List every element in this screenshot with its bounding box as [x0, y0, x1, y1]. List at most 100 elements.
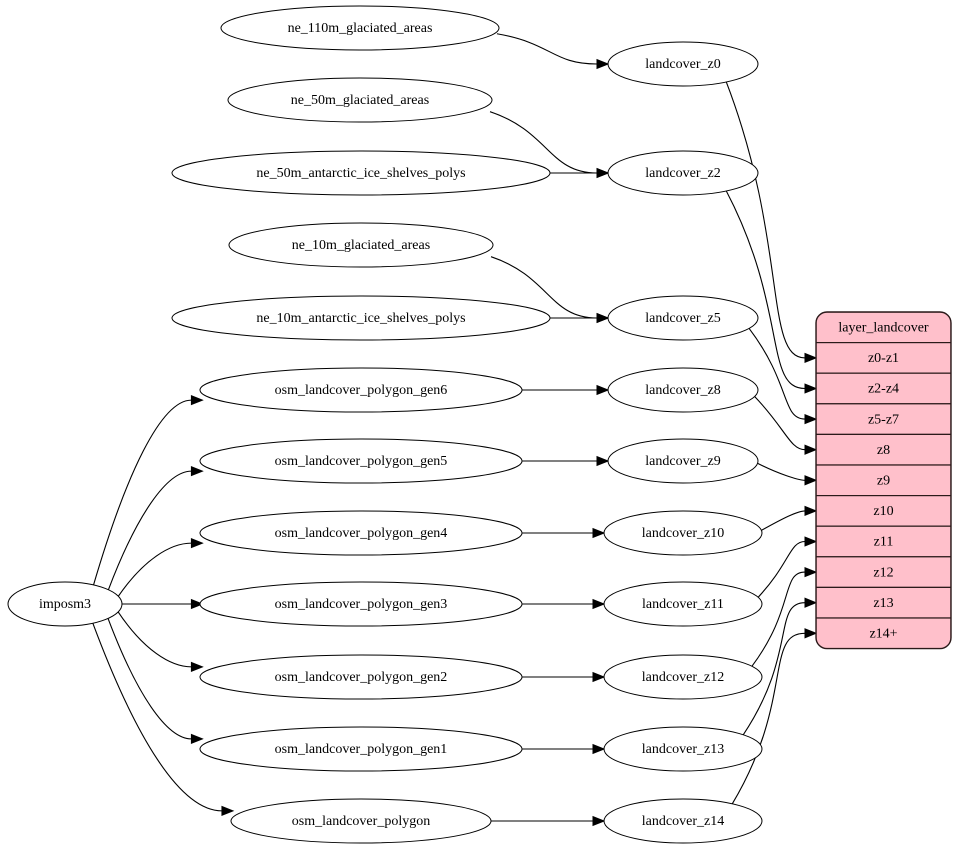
node-shape-landcover_z11 — [603, 581, 763, 627]
node-label-landcover_z9: landcover_z9 — [645, 454, 720, 469]
node-label-osm_landcover_polygon_gen3: osm_landcover_polygon_gen3 — [275, 597, 448, 612]
node-label-ne_10m_antarctic_ice_shelves_polys: ne_10m_antarctic_ice_shelves_polys — [256, 311, 465, 326]
edge-imposm3-to-osm_landcover_polygon_gen2 — [117, 611, 204, 673]
table-row-label-z2-z4: z2-z4 — [868, 382, 899, 397]
node-label-osm_landcover_polygon_gen4: osm_landcover_polygon_gen4 — [275, 526, 448, 541]
table-row-label-z10: z10 — [873, 504, 893, 519]
edge-landcover_z13-to-row-z13 — [742, 597, 818, 736]
node-shape-landcover_z9 — [607, 438, 759, 484]
node-ne_10m_glaciated_areas[interactable]: ne_10m_glaciated_areas — [228, 222, 494, 268]
node-label-landcover_z14: landcover_z14 — [642, 814, 724, 829]
node-label-ne_50m_glaciated_areas: ne_50m_glaciated_areas — [291, 93, 429, 108]
edge-ne_50m_antarctic_ice_shelves_polys-to-landcover_z2 — [547, 167, 610, 179]
edge-osm_landcover_polygon_gen6-to-landcover_z8 — [519, 384, 610, 396]
edge-landcover_z14-to-row-z14+ — [731, 628, 818, 805]
node-landcover_z11[interactable]: landcover_z11 — [603, 581, 763, 627]
edges-layer — [92, 33, 818, 827]
edge-imposm3-to-osm_landcover_polygon_gen1 — [107, 617, 204, 745]
node-label-landcover_z11: landcover_z11 — [642, 597, 724, 612]
edge-landcover_z2-to-row-z2-z4 — [725, 190, 818, 394]
edge-imposm3-to-osm_landcover_polygon_gen3 — [121, 598, 204, 610]
node-osm_landcover_polygon_gen5[interactable]: osm_landcover_polygon_gen5 — [199, 438, 523, 484]
table-layer-landcover[interactable]: layer_landcoverz0-z1z2-z4z5-z7z8z9z10z11… — [815, 311, 952, 650]
edge-landcover_z9-to-row-z9 — [756, 462, 818, 486]
table-row-label-z14+: z14+ — [869, 627, 897, 642]
node-ne_50m_antarctic_ice_shelves_polys[interactable]: ne_50m_antarctic_ice_shelves_polys — [171, 150, 551, 196]
node-osm_landcover_polygon_gen2[interactable]: osm_landcover_polygon_gen2 — [199, 654, 523, 700]
node-shape-ne_10m_glaciated_areas — [228, 222, 494, 268]
table-row-z2-z4[interactable] — [816, 372, 951, 405]
node-osm_landcover_polygon_gen6[interactable]: osm_landcover_polygon_gen6 — [199, 367, 523, 413]
edge-osm_landcover_polygon-to-landcover_z14 — [489, 815, 606, 827]
table-header-label: layer_landcover — [838, 321, 929, 336]
table-row-label-z5-z7: z5-z7 — [868, 412, 899, 427]
node-shape-landcover_z10 — [603, 510, 763, 556]
node-shape-landcover_z2 — [607, 150, 759, 196]
node-label-imposm3: imposm3 — [39, 597, 91, 612]
node-shape-landcover_z5 — [607, 295, 759, 341]
node-label-ne_10m_glaciated_areas: ne_10m_glaciated_areas — [292, 238, 430, 253]
edge-osm_landcover_polygon_gen2-to-landcover_z12 — [519, 671, 606, 683]
edge-osm_landcover_polygon_gen1-to-landcover_z13 — [519, 743, 606, 755]
edge-imposm3-to-osm_landcover_polygon — [92, 622, 235, 817]
node-label-osm_landcover_polygon: osm_landcover_polygon — [292, 814, 430, 829]
edge-landcover_z12-to-row-z12 — [751, 566, 818, 667]
node-landcover_z2[interactable]: landcover_z2 — [607, 150, 759, 196]
node-label-landcover_z13: landcover_z13 — [642, 742, 724, 757]
node-shape-osm_landcover_polygon_gen2 — [199, 654, 523, 700]
node-shape-osm_landcover_polygon_gen3 — [199, 581, 523, 627]
node-shape-osm_landcover_polygon_gen5 — [199, 438, 523, 484]
node-osm_landcover_polygon_gen4[interactable]: osm_landcover_polygon_gen4 — [199, 510, 523, 556]
table-row-label-z9: z9 — [877, 474, 890, 489]
node-shape-osm_landcover_polygon — [230, 798, 492, 844]
node-landcover_z14[interactable]: landcover_z14 — [603, 798, 763, 844]
node-ne_110m_glaciated_areas[interactable]: ne_110m_glaciated_areas — [220, 5, 500, 51]
node-osm_landcover_polygon[interactable]: osm_landcover_polygon — [230, 798, 492, 844]
nodes-layer: ne_110m_glaciated_areas ne_50m_glaciated_… — [7, 5, 763, 844]
node-label-osm_landcover_polygon_gen1: osm_landcover_polygon_gen1 — [275, 742, 448, 757]
node-shape-landcover_z0 — [607, 41, 759, 87]
node-shape-ne_50m_antarctic_ice_shelves_polys — [171, 150, 551, 196]
table-row-z5-z7[interactable] — [816, 403, 951, 435]
node-osm_landcover_polygon_gen1[interactable]: osm_landcover_polygon_gen1 — [199, 726, 523, 772]
node-shape-landcover_z8 — [607, 367, 759, 413]
node-shape-landcover_z12 — [603, 654, 763, 700]
edge-landcover_z10-to-row-z10 — [760, 505, 818, 532]
node-label-ne_110m_glaciated_areas: ne_110m_glaciated_areas — [288, 21, 433, 36]
node-shape-ne_50m_glaciated_areas — [227, 77, 493, 123]
node-ne_50m_glaciated_areas[interactable]: ne_50m_glaciated_areas — [227, 77, 493, 123]
edge-osm_landcover_polygon_gen4-to-landcover_z10 — [519, 527, 606, 539]
node-label-landcover_z0: landcover_z0 — [645, 57, 720, 72]
edge-imposm3-to-osm_landcover_polygon_gen4 — [117, 537, 204, 597]
node-landcover_z13[interactable]: landcover_z13 — [603, 726, 763, 772]
node-shape-ne_110m_glaciated_areas — [220, 5, 500, 51]
node-ne_10m_antarctic_ice_shelves_polys[interactable]: ne_10m_antarctic_ice_shelves_polys — [171, 295, 551, 341]
edge-ne_110m_glaciated_areas-to-landcover_z0 — [496, 33, 610, 70]
node-imposm3[interactable]: imposm3 — [7, 581, 123, 627]
edge-landcover_z8-to-row-z8 — [753, 395, 818, 455]
edge-imposm3-to-osm_landcover_polygon_gen5 — [107, 465, 204, 591]
node-label-osm_landcover_polygon_gen5: osm_landcover_polygon_gen5 — [275, 454, 448, 469]
node-landcover_z12[interactable]: landcover_z12 — [603, 654, 763, 700]
node-landcover_z9[interactable]: landcover_z9 — [607, 438, 759, 484]
node-shape-imposm3 — [7, 581, 123, 627]
node-landcover_z8[interactable]: landcover_z8 — [607, 367, 759, 413]
table-row-z12[interactable] — [816, 556, 951, 588]
table-row-z0-z1[interactable] — [816, 342, 951, 374]
node-label-ne_50m_antarctic_ice_shelves_polys: ne_50m_antarctic_ice_shelves_polys — [256, 166, 465, 181]
node-landcover_z0[interactable]: landcover_z0 — [607, 41, 759, 87]
table-row-z11[interactable] — [816, 525, 951, 558]
node-shape-landcover_z13 — [603, 726, 763, 772]
table-row-z10[interactable] — [816, 495, 951, 527]
edge-osm_landcover_polygon_gen3-to-landcover_z11 — [519, 598, 606, 610]
node-shape-osm_landcover_polygon_gen6 — [199, 367, 523, 413]
table-row-label-z13: z13 — [873, 596, 893, 611]
node-label-landcover_z5: landcover_z5 — [645, 311, 720, 326]
node-osm_landcover_polygon_gen3[interactable]: osm_landcover_polygon_gen3 — [199, 581, 523, 627]
node-landcover_z5[interactable]: landcover_z5 — [607, 295, 759, 341]
node-shape-ne_10m_antarctic_ice_shelves_polys — [171, 295, 551, 341]
node-landcover_z10[interactable]: landcover_z10 — [603, 510, 763, 556]
edge-landcover_z0-to-row-z0-z1 — [725, 81, 818, 364]
node-label-landcover_z12: landcover_z12 — [642, 670, 724, 685]
